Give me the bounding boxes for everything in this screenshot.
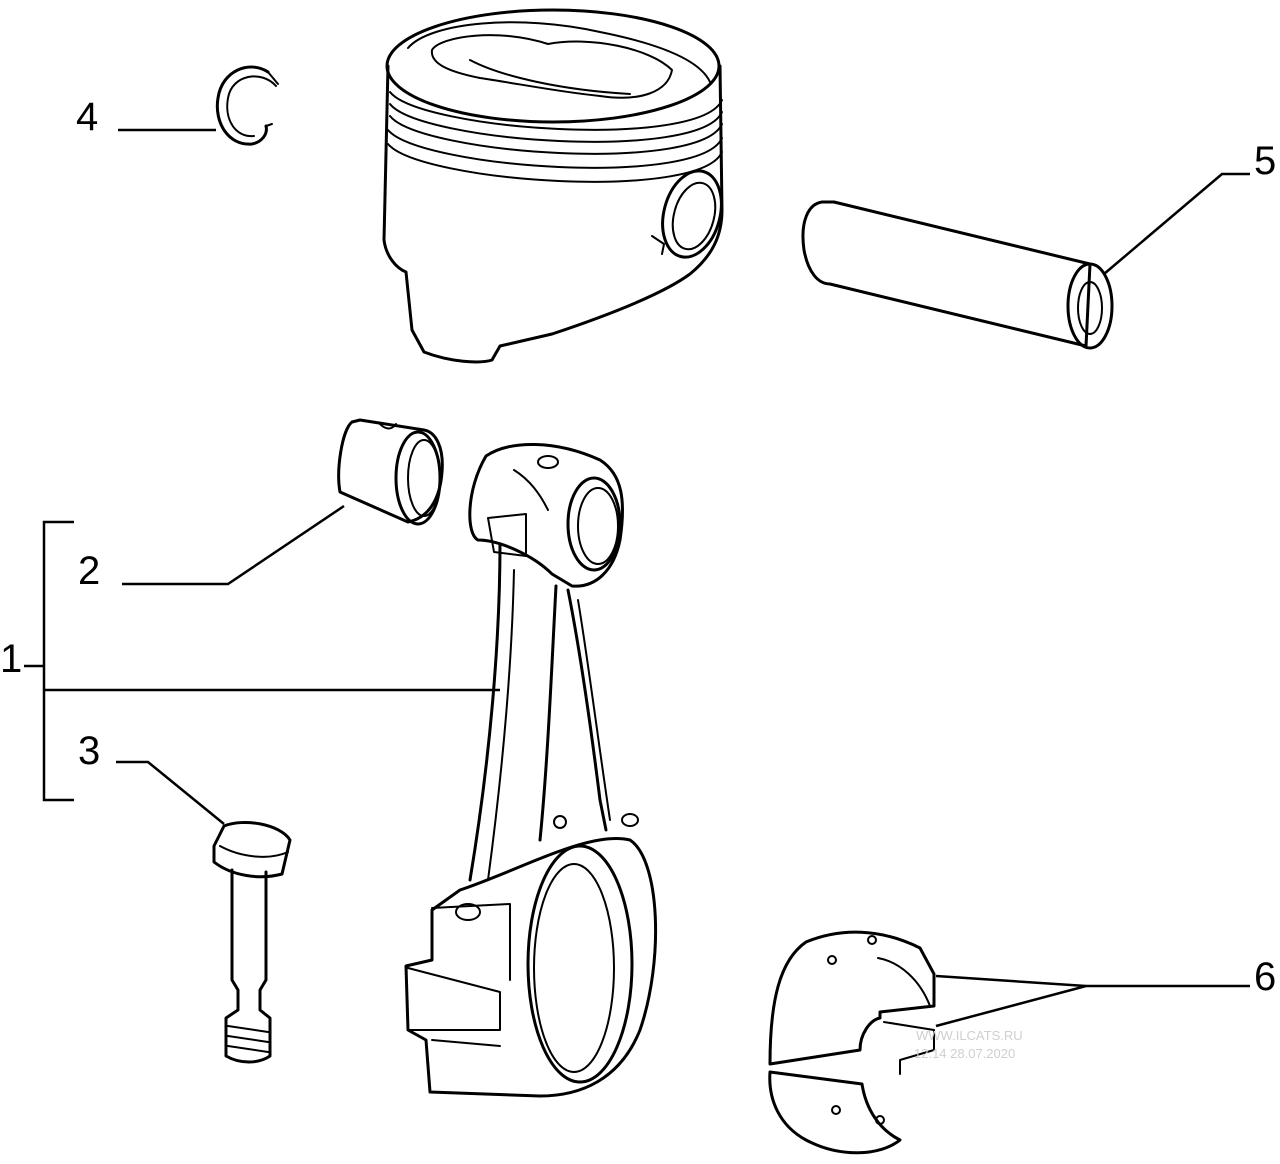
callout-4: 4 (76, 95, 98, 139)
leader-6b (935, 974, 1087, 988)
leader-lines (24, 128, 1250, 1028)
circlip-part (215, 65, 279, 146)
bushing-part (337, 418, 444, 526)
callout-2: 2 (78, 549, 100, 593)
group-bracket-1 (42, 520, 74, 802)
bolt-part (212, 821, 292, 1064)
leader-2 (122, 504, 345, 586)
leader-6 (935, 984, 1250, 1028)
leader-5 (1103, 172, 1250, 275)
callout-1: 1 (0, 637, 22, 681)
watermark-date: 12.14 28.07.2020 (914, 1046, 1015, 1061)
bearing-shells-part (768, 930, 936, 1155)
leader-3 (116, 760, 225, 825)
connecting-rod-part (404, 443, 658, 1098)
callout-6: 6 (1254, 955, 1276, 999)
watermark-site: WWW.ILCATS.RU (916, 1028, 1023, 1043)
piston-part (382, 8, 724, 364)
piston-pin-part (801, 200, 1114, 350)
callout-5: 5 (1254, 139, 1276, 183)
callout-3: 3 (78, 729, 100, 773)
